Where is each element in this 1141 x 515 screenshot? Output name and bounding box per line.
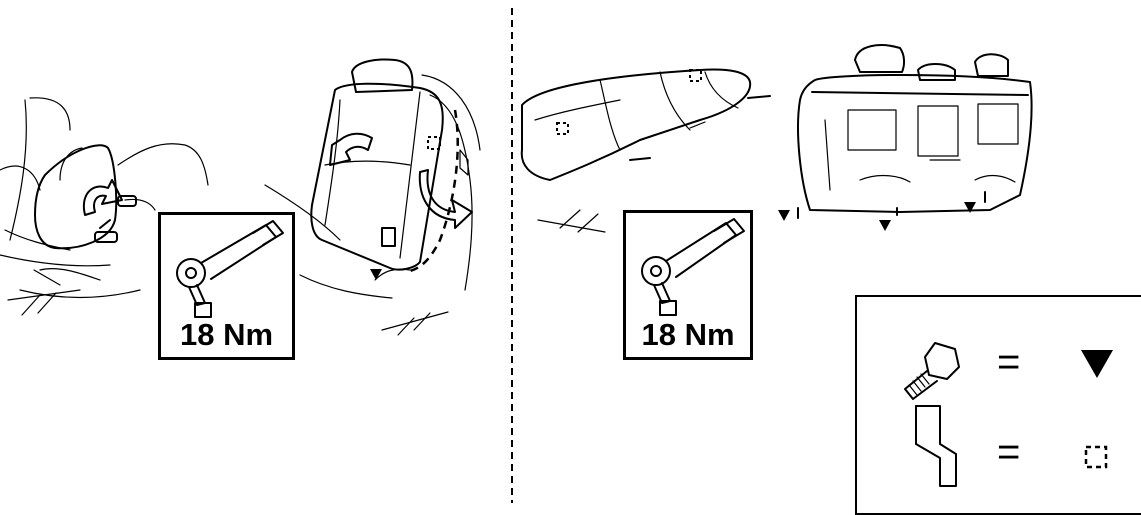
bolt-icon xyxy=(904,342,960,400)
rear-seatback-rear-drawing xyxy=(797,44,1033,219)
rotate-arrow-icon xyxy=(82,179,123,216)
bolt-marker-icon xyxy=(1081,350,1113,378)
fold-arrow-icon xyxy=(329,132,373,166)
torque-spec-box-left: 18 Nm xyxy=(158,212,295,360)
legend-equals-bolt: = xyxy=(997,340,1021,384)
ratchet-wrench-icon xyxy=(641,218,745,316)
clip-marker-icon xyxy=(556,69,702,135)
seatbelt-dashed xyxy=(404,109,459,274)
torque-value-left: 18 Nm xyxy=(179,317,274,352)
ratchet-wrench-icon xyxy=(176,220,284,318)
bolt-marker-icon xyxy=(964,202,976,213)
seat-cushion-drawing xyxy=(520,68,771,181)
torque-value-right: 18 Nm xyxy=(641,317,735,352)
clip-marker-icon xyxy=(427,136,441,150)
front-seat-drawing xyxy=(0,97,209,299)
rotate-arrow-icon xyxy=(418,169,473,229)
clip-marker-icon xyxy=(1084,445,1108,469)
floor-hatch-icon xyxy=(381,311,449,336)
seat-hinge-icon xyxy=(94,195,137,243)
diagram-stage: 18 Nm 18 Nm = = xyxy=(0,8,1141,515)
bolt-marker-icon xyxy=(370,269,382,280)
bolt-marker-icon xyxy=(778,210,790,221)
clip-icon xyxy=(915,405,957,487)
illustration-layer xyxy=(0,8,1033,503)
floor-hatch-icon xyxy=(537,209,606,233)
legend-equals-clip: = xyxy=(997,430,1021,474)
rear-seatback-drawing xyxy=(264,58,481,299)
bolt-marker-icon xyxy=(879,220,891,231)
floor-hatch-icon xyxy=(7,269,81,316)
torque-spec-box-right: 18 Nm xyxy=(623,210,753,360)
symbol-legend: = = xyxy=(855,295,1141,515)
